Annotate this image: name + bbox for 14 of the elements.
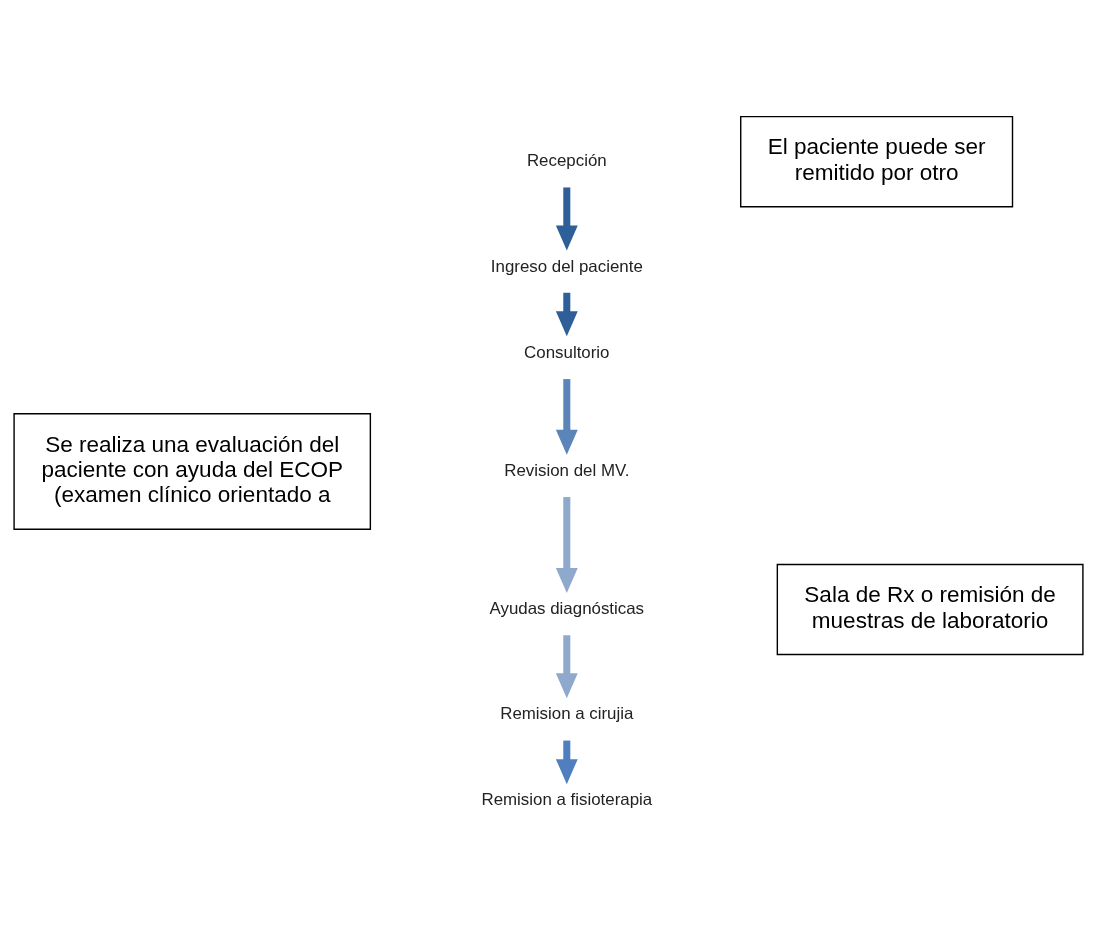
node-text: Ayudas diagnósticas	[489, 598, 645, 618]
arrow	[555, 634, 578, 698]
arrow	[555, 496, 578, 593]
node-text: Remision a cirujia	[500, 703, 634, 723]
node-text: Ingreso del paciente	[490, 256, 643, 276]
node-text: Remision a fisioterapia	[481, 789, 653, 809]
arrow	[555, 378, 578, 455]
node-box: El paciente puede ser remitido por otro	[740, 115, 1014, 207]
node-box: Sala de Rx o remisión de muestras de laboratorio	[776, 563, 1084, 655]
arrow	[555, 186, 578, 250]
node-text: Consultorio	[524, 342, 610, 362]
node-text: Recepción	[526, 150, 607, 170]
node-box: Se realiza una evaluación del paciente con ayuda del ECOP (examen clínico orientado a	[13, 412, 372, 530]
node-text: Revision del MV.	[504, 460, 630, 480]
